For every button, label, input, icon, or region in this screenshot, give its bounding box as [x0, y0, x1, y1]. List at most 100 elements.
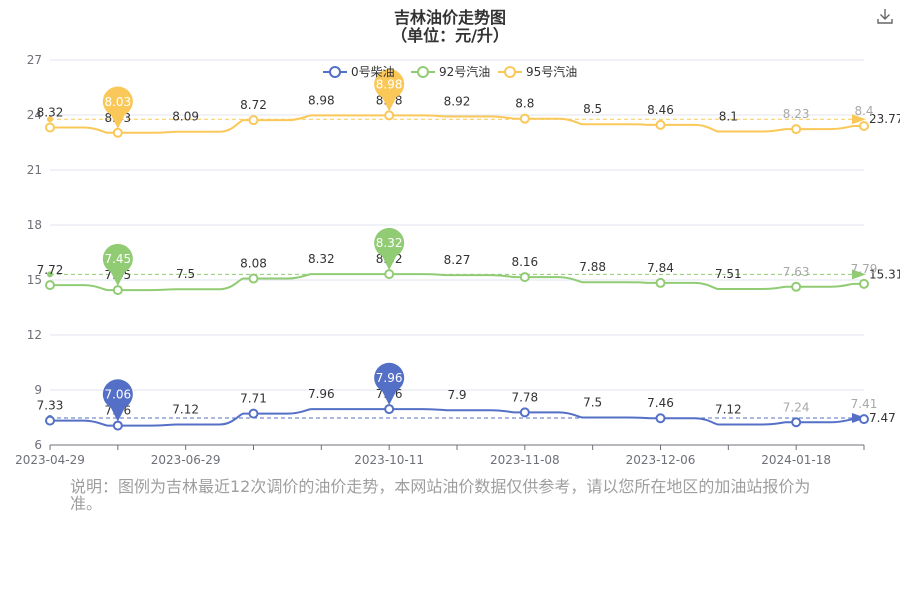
data-point	[384, 110, 395, 121]
data-label: 8.27	[444, 253, 471, 267]
data-point	[859, 414, 869, 425]
data-label: 8.16	[511, 255, 538, 269]
data-label: 8.46	[647, 103, 674, 117]
data-point	[248, 115, 259, 126]
average-line-arrow	[852, 269, 866, 280]
average-value-label: 15.31	[869, 267, 900, 281]
marker-pin-shape	[102, 243, 133, 287]
data-label: 8.92	[444, 94, 471, 108]
marker-pin-label: 8.03	[104, 95, 131, 109]
average-value-label: 23.77	[869, 112, 900, 126]
data-point	[519, 113, 530, 124]
data-point	[45, 280, 55, 291]
data-label: 7.63	[783, 265, 810, 279]
chart-note: 说明：图例为吉林最近12次调价的油价走势，本网站油价数据仅供参考，请以您所在地区…	[70, 477, 811, 513]
series-line	[49, 273, 864, 292]
data-label: 8.8	[515, 97, 534, 111]
data-point	[45, 415, 55, 426]
min-marker: 7.06	[102, 379, 133, 422]
data-point	[112, 285, 123, 296]
x-tick-label: 2023-04-29	[15, 453, 85, 467]
data-label: 7.71	[240, 392, 267, 406]
data-label: 7.79	[851, 262, 878, 276]
data-point	[791, 417, 802, 428]
marker-pin-label: 8.98	[376, 77, 403, 91]
y-tick-label: 24	[27, 108, 42, 122]
marker-pin-shape	[374, 69, 405, 112]
data-label: 8.1	[719, 110, 738, 124]
y-tick-label: 9	[34, 383, 42, 397]
series-line	[49, 408, 864, 427]
data-point	[45, 122, 55, 133]
data-point	[248, 273, 259, 284]
marker-pin-shape	[102, 86, 133, 129]
data-label: 7.46	[647, 396, 674, 410]
x-tick-label: 2024-01-18	[761, 453, 831, 467]
y-tick-label: 18	[27, 218, 42, 232]
min-marker: 8.03	[102, 86, 133, 129]
min-marker: 7.45	[102, 243, 133, 287]
x-tick-label: 2023-10-11	[354, 453, 424, 467]
data-label: 7.12	[715, 402, 742, 416]
legend-label: 95号汽油	[526, 64, 577, 79]
average-value-label: 7.47	[869, 411, 896, 425]
data-point	[655, 413, 666, 424]
x-tick-label: 2023-06-29	[151, 453, 221, 467]
max-marker: 8.98	[374, 69, 405, 112]
legend-label: 92号汽油	[439, 64, 490, 79]
legend-swatch-marker	[504, 66, 516, 78]
data-point	[859, 121, 869, 131]
x-tick-label: 2023-12-06	[626, 453, 696, 467]
data-point	[519, 407, 530, 418]
data-label: 7.88	[579, 260, 606, 274]
data-point	[791, 281, 802, 292]
y-tick-label: 15	[27, 273, 42, 287]
data-label: 7.12	[172, 402, 199, 416]
marker-pin-label: 7.96	[376, 371, 403, 385]
legend-swatch-marker	[329, 66, 341, 78]
data-point	[112, 127, 123, 138]
average-line-arrow	[852, 413, 866, 424]
x-tick-label: 2023-11-08	[490, 453, 560, 467]
y-tick-label: 27	[27, 53, 42, 67]
data-label: 7.78	[511, 390, 538, 404]
data-label: 8.09	[172, 110, 199, 124]
average-line-start	[47, 271, 53, 278]
data-point	[384, 269, 395, 280]
data-label: 8.32	[308, 252, 335, 266]
y-tick-label: 21	[27, 163, 42, 177]
chart-title: 吉林油价走势图	[393, 8, 506, 27]
data-label: 7.5	[583, 396, 602, 410]
data-label: 8.23	[783, 107, 810, 121]
marker-pin-shape	[374, 362, 405, 406]
data-label: 8.5	[583, 102, 602, 116]
series-line	[49, 114, 864, 134]
data-label: 7.84	[647, 261, 674, 275]
data-point	[112, 420, 123, 431]
download-icon-glyph	[877, 9, 893, 24]
data-label: 8.4	[854, 104, 873, 118]
data-label: 7.33	[37, 399, 64, 413]
marker-pin-label: 7.06	[104, 388, 131, 402]
data-label: 7.5	[176, 267, 195, 281]
data-label: 7.24	[783, 400, 810, 414]
data-point	[859, 278, 869, 289]
marker-pin-label: 8.32	[376, 236, 403, 250]
average-line-arrow	[852, 114, 866, 125]
data-point	[655, 119, 666, 130]
data-point	[519, 272, 530, 283]
download-icon[interactable]	[876, 7, 894, 25]
marker-pin-shape	[102, 379, 133, 422]
data-label: 7.72	[37, 263, 64, 277]
data-label: 7.41	[851, 397, 878, 411]
legend-label: 0号柴油	[351, 65, 395, 79]
data-point	[384, 404, 395, 415]
data-label: 8.98	[308, 93, 335, 107]
marker-pin-shape	[374, 227, 405, 271]
data-label: 7.9	[447, 388, 466, 402]
data-point	[248, 408, 259, 419]
y-tick-label: 6	[34, 438, 42, 452]
data-label: 8.32	[37, 105, 64, 119]
data-label: 7.96	[308, 387, 335, 401]
y-tick-label: 12	[27, 328, 42, 342]
